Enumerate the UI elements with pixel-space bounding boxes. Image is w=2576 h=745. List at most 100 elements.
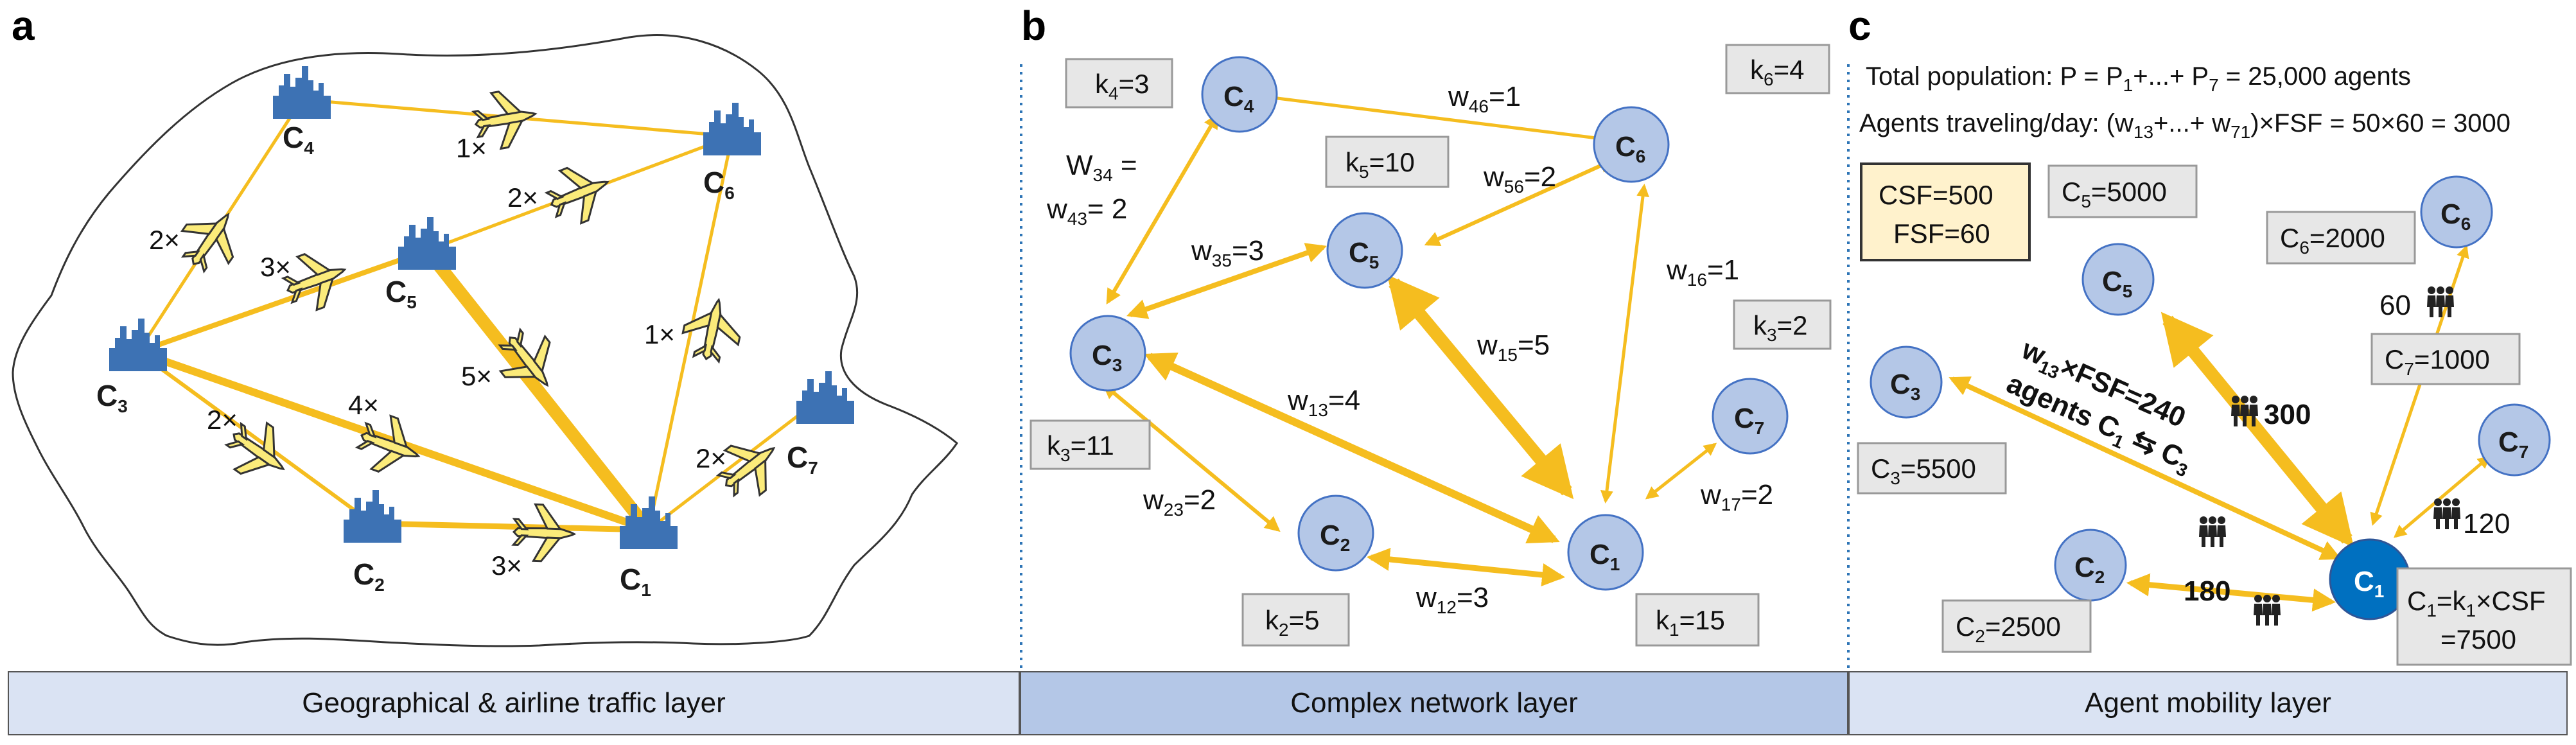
pop-box-c5: C5=5000: [2047, 164, 2198, 218]
mob-node-c6: [2420, 175, 2493, 249]
network-edges: [1102, 91, 1717, 586]
flights-c6-c1: 1×: [644, 319, 675, 349]
svg-text:k6=4: k6=4: [1750, 55, 1804, 89]
pop-box-c1: C1=k1×CSF =7500: [2396, 567, 2572, 666]
agents-icon: [2427, 286, 2454, 317]
flights-c3-c2: 2×: [207, 405, 238, 435]
agents-icon: [2231, 396, 2258, 426]
flights-c3-c5: 3×: [260, 252, 291, 282]
degree-box-k5: k5=10: [1325, 136, 1450, 188]
pop-box-c2: C2=2500: [1941, 599, 2092, 653]
node-c5: [1326, 212, 1403, 289]
agents-icon: [2433, 498, 2460, 529]
weight-label-w17: w17=2: [1700, 479, 1773, 514]
svg-text:k5=10: k5=10: [1345, 147, 1415, 182]
svg-text:k3=11: k3=11: [1047, 430, 1114, 465]
panel-b-network: C4 C6 C5 C3 C2 C1 C7 k4=3 k6=4 k5=10 k3=…: [1030, 44, 1832, 647]
degree-box-k6: k6=4: [1725, 44, 1830, 94]
weight-label-w15: w15=5: [1476, 329, 1550, 365]
svg-text:k4=3: k4=3: [1095, 69, 1149, 103]
city-label-c5: C5: [385, 275, 417, 312]
weight-label-w46: w46=1: [1448, 81, 1521, 116]
weight-label-w13: w13=4: [1287, 385, 1360, 420]
city-label-c3: C3: [96, 379, 128, 416]
city-label-c1: C1: [620, 563, 651, 600]
agents-icon: [2199, 516, 2226, 547]
flow-label-c2: 180: [2184, 575, 2230, 607]
flights-c4-c6: 1×: [456, 133, 487, 163]
node-label-c3: C3: [1092, 340, 1122, 375]
svg-text:k3=2: k3=2: [1753, 310, 1807, 345]
mob-label-c5: C5: [2102, 266, 2132, 301]
city-c2-icon: [344, 490, 401, 543]
city-c5-icon: [398, 217, 456, 270]
layer-label-network: Complex network layer: [1020, 671, 1848, 735]
node-c1: [1567, 514, 1644, 591]
plane-icon: [678, 293, 748, 366]
mob-label-c3: C3: [1890, 369, 1920, 404]
weight-label-w56: w56=2: [1483, 161, 1556, 197]
mob-label-c2: C2: [2074, 552, 2105, 587]
pop-box-c7: C7=1000: [2370, 333, 2521, 385]
mob-node-c7: [2478, 403, 2551, 477]
plane-icon: [511, 502, 577, 564]
city-c4-icon: [273, 66, 331, 119]
svg-text:=7500: =7500: [2440, 624, 2516, 654]
agents-traveling-text: Agents traveling/day: (w13+...+ w71)×FSF…: [1859, 109, 2510, 142]
mob-node-c3: [1870, 346, 1943, 419]
agents-icon: [2254, 595, 2281, 626]
weight-label-w23: w23=2: [1143, 484, 1216, 520]
degree-box-k4: k4=3: [1065, 58, 1173, 109]
city-c3-icon: [109, 319, 167, 371]
panel-label-c: c: [1848, 3, 1871, 49]
node-c2: [1297, 495, 1374, 572]
svg-text:C7=1000: C7=1000: [2385, 344, 2490, 379]
weight-label-w35: w35=3: [1191, 235, 1264, 270]
flights-c1-c7: 2×: [696, 443, 726, 473]
panel-label-a: a: [12, 3, 35, 49]
flights-c3-c1: 4×: [348, 390, 379, 420]
weight-label-w43: w43= 2: [1046, 193, 1127, 229]
node-c4: [1201, 56, 1278, 133]
plane-icon: [169, 197, 252, 281]
svg-text:k2=5: k2=5: [1265, 605, 1319, 640]
weight-label-W34: W34 =: [1066, 150, 1137, 185]
city-label-c2: C2: [353, 557, 385, 595]
svg-text:C5=5000: C5=5000: [2062, 177, 2167, 211]
plane-icon: [539, 155, 619, 232]
c1-c3-flow-annotation: w13×FSF=240 agents C1 ⇆ C3: [2002, 333, 2190, 481]
panel-label-b: b: [1021, 3, 1046, 49]
svg-text:C2=2500: C2=2500: [1956, 611, 2061, 646]
svg-text:k1=15: k1=15: [1656, 605, 1725, 640]
svg-text:C6=2000: C6=2000: [2280, 223, 2385, 258]
city-label-c4: C4: [283, 121, 314, 158]
mobility-edges: [1949, 245, 2491, 612]
weight-label-w16: w16=1: [1666, 254, 1739, 290]
city-c7-icon: [796, 371, 854, 424]
node-c7: [1712, 378, 1789, 455]
mob-label-c6: C6: [2440, 198, 2471, 234]
flights-c2-c1: 3×: [491, 550, 522, 581]
panel-a-map: C4 C6 C5 C3 C2 C1 C7 1× 2× 2× 3× 5× 1× 4…: [12, 34, 958, 647]
svg-text:FSF=60: FSF=60: [1893, 218, 1990, 249]
flights-c4-c3: 2×: [149, 225, 180, 255]
svg-text:CSF=500: CSF=500: [1879, 180, 1993, 210]
node-label-c2: C2: [1320, 520, 1350, 555]
node-label-c1: C1: [1590, 539, 1620, 574]
layer-label-agent: Agent mobility layer: [1848, 671, 2568, 735]
mob-label-c1: C1: [2354, 566, 2384, 601]
pop-box-c3: C3=5500: [1857, 442, 2007, 495]
mob-node-c5: [2081, 243, 2155, 316]
flow-label-c5: 300: [2264, 399, 2311, 430]
city-label-c6: C6: [703, 166, 735, 203]
figure-canvas: a b c C4 C6 C5 C3 C2: [12, 3, 2572, 668]
flights-c5-c1: 5×: [461, 361, 492, 391]
flights-c5-c6: 2×: [507, 182, 538, 213]
city-label-c7: C7: [787, 441, 818, 478]
node-c6: [1593, 106, 1670, 183]
city-c6-icon: [703, 103, 761, 155]
node-label-c7: C7: [1734, 403, 1764, 438]
pop-box-c6: C6=2000: [2266, 211, 2416, 265]
degree-box-k7: k3=2: [1733, 299, 1832, 350]
mob-label-c7: C7: [2498, 426, 2528, 462]
